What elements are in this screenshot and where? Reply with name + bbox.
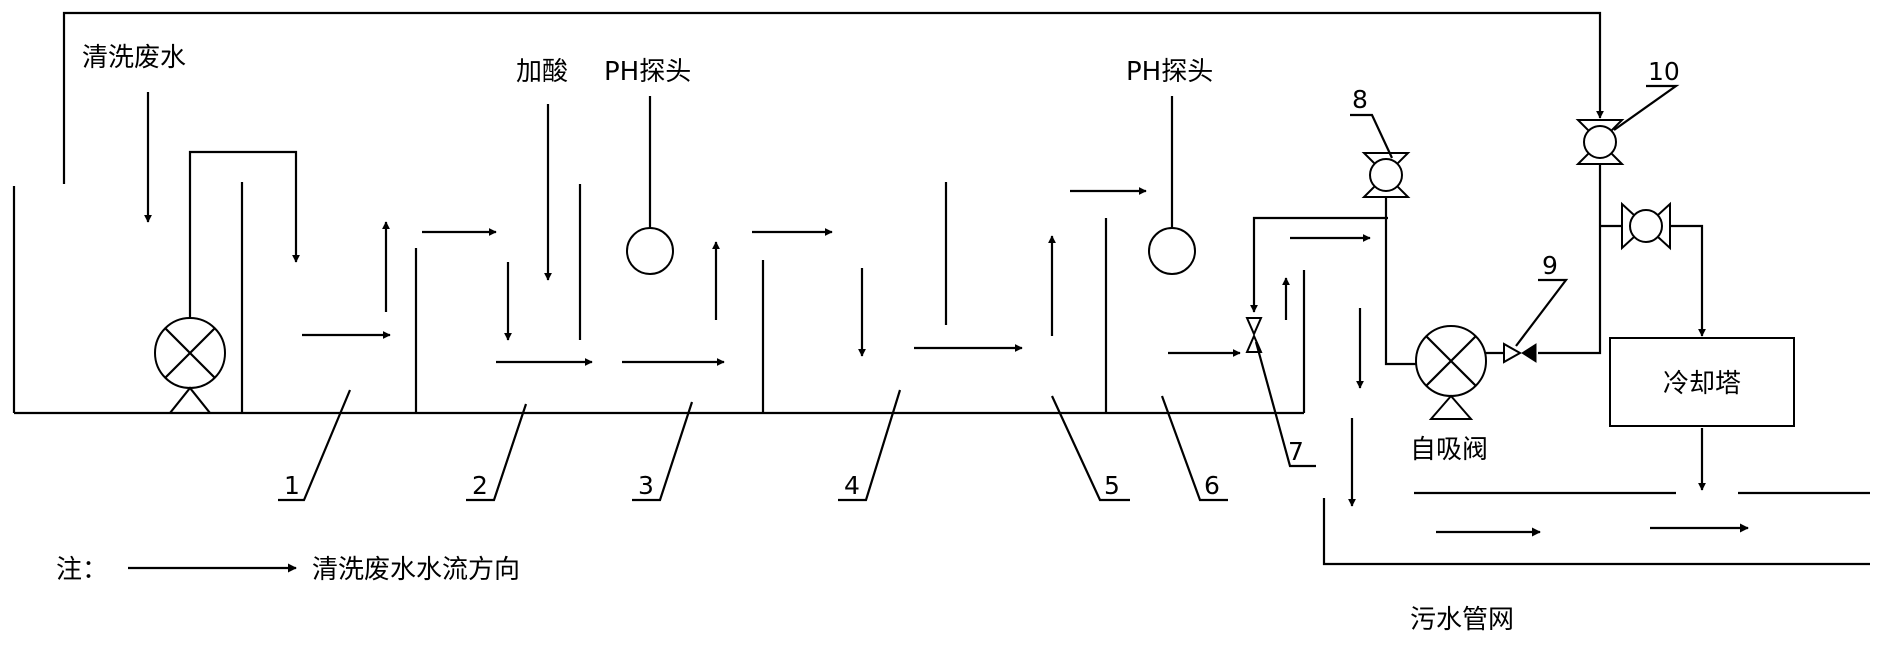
callout-leader xyxy=(1160,395,1228,502)
recirculation-line xyxy=(188,150,300,318)
ph-probe-1-icon xyxy=(626,96,674,275)
flow-arrows xyxy=(302,187,1371,366)
ph-probe-1-label: PH探头 xyxy=(604,57,691,87)
callout-4: 4 xyxy=(844,471,860,500)
callout-leader xyxy=(1254,341,1316,468)
callout-leader xyxy=(1515,278,1569,347)
callout-3: 3 xyxy=(638,471,654,500)
callout-10: 10 xyxy=(1648,57,1680,86)
top-return-line xyxy=(62,11,1604,184)
callout-leader xyxy=(278,389,352,502)
callout-leader xyxy=(1051,395,1130,502)
callout-leader xyxy=(838,389,902,502)
callouts: 1 2 3 4 5 6 7 8 9 10 xyxy=(278,57,1680,502)
legend-prefix: 注： xyxy=(56,555,108,585)
pump-recirculation-pipe xyxy=(188,150,300,318)
callout-8: 8 xyxy=(1352,85,1368,114)
self-priming-valve-label: 自吸阀 xyxy=(1410,435,1488,465)
valve-10-icon xyxy=(1575,119,1625,165)
ph-probe-2-icon xyxy=(1148,96,1196,275)
callout-1: 1 xyxy=(284,471,300,500)
callout-leader xyxy=(632,401,694,502)
callout-6: 6 xyxy=(1204,471,1220,500)
self-priming-pump-icon xyxy=(1384,318,1487,420)
legend-text: 清洗废水水流方向 xyxy=(312,555,520,585)
valve-7-icon xyxy=(1245,317,1263,353)
sewer-channel xyxy=(1322,308,1870,566)
tank-outline xyxy=(12,186,1306,415)
callout-leader xyxy=(1613,84,1680,131)
pump-1-icon xyxy=(154,317,226,414)
ph-probe-2-label: PH探头 xyxy=(1126,57,1213,87)
callout-2: 2 xyxy=(472,471,488,500)
callout-leader xyxy=(1350,113,1393,159)
sewer-network-label: 污水管网 xyxy=(1410,605,1514,635)
callout-leader xyxy=(466,403,528,502)
cooling-tower-box xyxy=(1609,337,1795,427)
callout-9: 9 xyxy=(1542,251,1558,280)
compartment-walls xyxy=(240,182,1108,413)
callout-5: 5 xyxy=(1104,471,1120,500)
cooling-tower-label: 冷却塔 xyxy=(1663,369,1741,399)
valve-9-icon xyxy=(1486,342,1537,364)
callout-7: 7 xyxy=(1288,437,1304,466)
cooling-branch xyxy=(1600,201,1706,337)
return-pipe xyxy=(62,11,1604,184)
cleaning-wastewater-label: 清洗废水 xyxy=(82,43,186,73)
valve-8-icon xyxy=(1361,152,1411,198)
outlet-pipe xyxy=(1250,182,1388,318)
acid-dosing-label: 加酸 xyxy=(516,57,568,87)
legend: 注： 清洗废水水流方向 xyxy=(56,555,520,585)
